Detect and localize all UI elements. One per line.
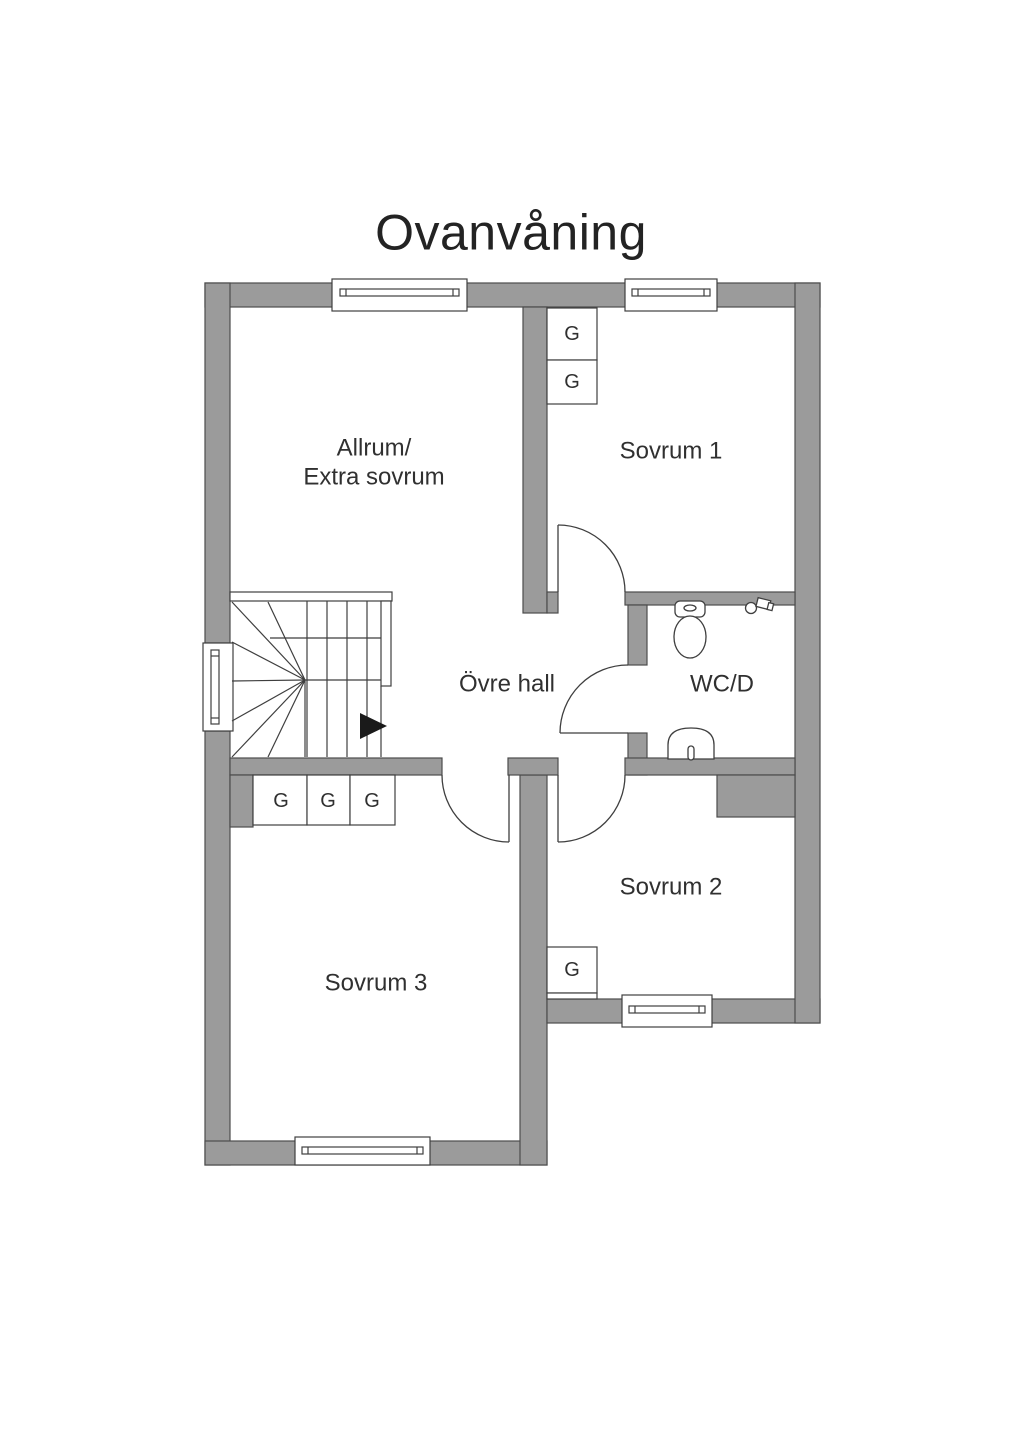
sink-icon [667,727,715,761]
window-stair-left-icon [202,642,234,732]
bathroom-fixtures [667,596,775,761]
window-sovrum3-icon [294,1136,431,1166]
water-valve-icon [744,596,775,615]
wall-right [794,282,821,1024]
wall-closet-filler [229,774,254,828]
windows [202,278,718,1166]
door-wc [559,664,629,734]
wall-band-center-cap [507,757,559,776]
toilet-icon [673,600,707,659]
closet-sovrum1-a [546,307,598,361]
door-sovrum3 [441,774,510,843]
wall-left-upper [204,282,231,644]
wall-top [204,282,821,308]
wall-band-left [229,757,443,776]
stairs-direction-arrow-icon [360,713,387,739]
closet-sovrum1-b [546,359,598,405]
stair-top-bar [229,591,393,602]
window-sovrum2-icon [621,994,713,1028]
closet-boxes [252,307,598,1000]
window-sovrum1-icon [624,278,718,312]
window-allrum-icon [331,278,468,312]
closet-sovrum3-b [306,774,351,826]
closet-sovrum2 [546,946,598,994]
wall-jamb-sovrum1-door [546,591,559,614]
wall-wc-left-upper [627,604,648,666]
stair-stringer [380,600,392,687]
walls [204,282,821,1166]
wall-sovrum1-bottom [624,591,796,606]
wall-notch-sovrum2 [716,774,796,818]
wall-center-stem [519,774,548,1166]
wall-divider-allrum [522,306,548,614]
door-sovrum2 [557,774,626,843]
closet-sovrum3-c [349,774,396,826]
stair-winders [231,601,306,758]
door-sovrum1 [557,524,626,593]
closet-sovrum3-a [252,774,308,826]
wall-left-lower [204,730,231,1166]
closet-sovrum2-strip [546,992,598,1000]
doors [441,524,629,843]
stairs [229,591,393,758]
wall-band-right [624,757,796,776]
